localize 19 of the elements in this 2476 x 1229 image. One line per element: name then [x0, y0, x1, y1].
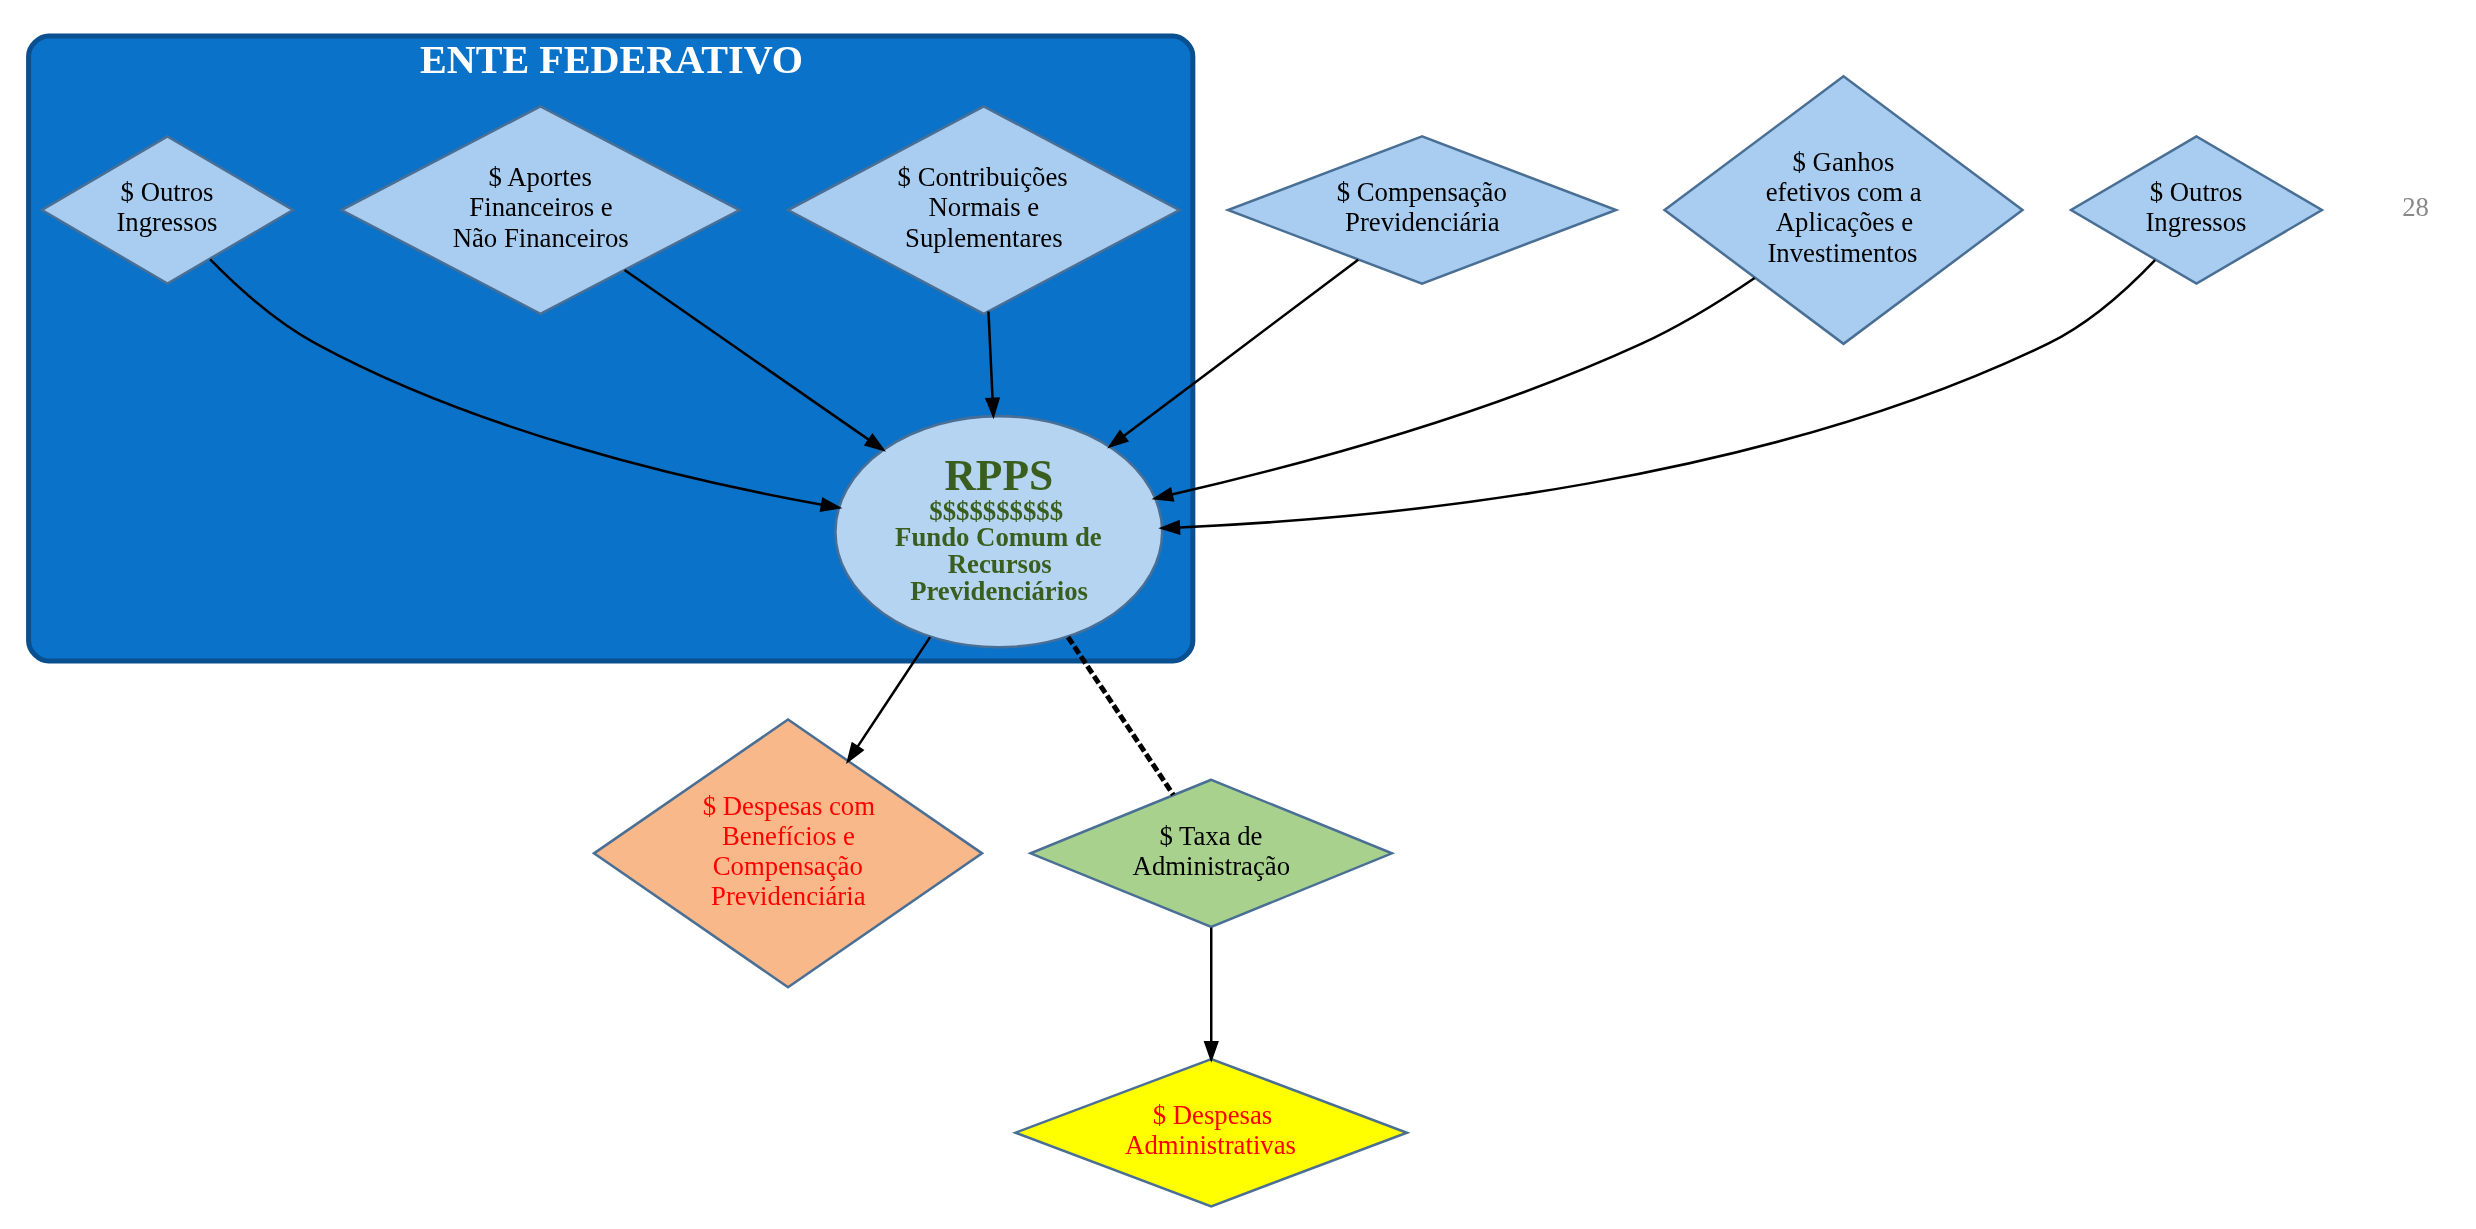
- connector: [1066, 635, 1176, 797]
- node-diamond: $ Ganhos efetivos com a Aplicações e Investimentos: [1662, 74, 2025, 346]
- node-diamond: $ Despesas Administrativas: [1011, 1057, 1411, 1208]
- node-ellipse: RPPS $$$$$$$$$$ Fundo Comum de Recursos Previdenciários: [834, 414, 1164, 649]
- node-diamond: $ Taxa de Administração: [1027, 778, 1396, 929]
- label: 28: [2402, 192, 2429, 223]
- node-diamond: $ Outros Ingressos: [2068, 135, 2325, 286]
- arrow: [1203, 927, 1219, 1063]
- arrow: [1158, 259, 2156, 536]
- arrow: [1107, 258, 1359, 449]
- arrow: [984, 311, 1001, 420]
- node-diamond: $ Compensação Previdenciária: [1224, 135, 1620, 285]
- node-diamond: $ Despesas com Benefícios e Compensação Previdenciária: [591, 718, 985, 989]
- node-diamond: $ Outros Ingressos: [39, 135, 296, 286]
- arrow: [1151, 276, 1756, 502]
- arrow: [623, 269, 887, 452]
- node-diamond: $ Aportes Financeiros e Não Financeiros: [338, 104, 743, 316]
- node-diamond: $ Contribuições Normais e Suplementares: [785, 104, 1183, 316]
- arrow: [209, 258, 843, 513]
